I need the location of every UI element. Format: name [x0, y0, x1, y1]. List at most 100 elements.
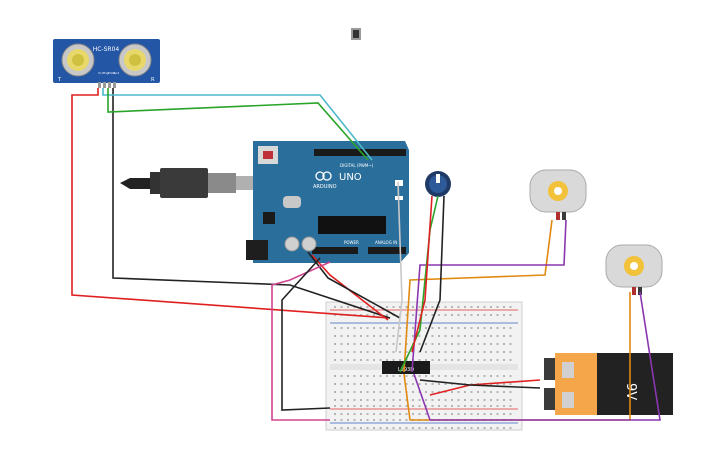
breadboard-hole — [412, 391, 414, 393]
breadboard-hole — [444, 351, 447, 353]
breadboard-hole — [340, 419, 343, 421]
breadboard-hole — [477, 327, 479, 329]
breadboard-hole — [464, 399, 466, 401]
breadboard-hole — [464, 351, 466, 353]
breadboard-hole — [386, 335, 388, 337]
breadboard-hole — [340, 343, 343, 345]
breadboard-hole — [483, 351, 486, 353]
breadboard-hole — [483, 399, 486, 401]
breadboard-hole — [496, 335, 499, 337]
wire-red — [71, 88, 391, 319]
breadboard-hole — [392, 359, 395, 361]
potentiometer[interactable] — [425, 171, 451, 197]
breadboard-hole — [425, 427, 427, 429]
breadboard-hole — [509, 399, 512, 401]
breadboard-hole — [425, 399, 427, 401]
breadboard-hole — [334, 306, 336, 308]
motor-driver-ic[interactable]: L293D — [382, 361, 430, 374]
breadboard-hole — [386, 391, 388, 393]
dc-motor-2[interactable] — [605, 244, 663, 295]
breadboard-hole — [347, 335, 349, 337]
breadboard-hole — [496, 306, 499, 308]
breadboard-hole — [366, 413, 369, 415]
breadboard-hole — [412, 335, 414, 337]
breadboard-hole — [386, 359, 388, 361]
breadboard-hole — [470, 405, 473, 407]
dc-motor-1[interactable] — [529, 169, 587, 220]
breadboard-hole — [457, 314, 460, 316]
breadboard-hole — [438, 399, 440, 401]
breadboard-hole — [340, 327, 343, 329]
breadboard-hole — [490, 343, 492, 345]
breadboard-hole — [457, 399, 460, 401]
breadboard-hole — [379, 427, 382, 429]
breadboard-hole — [360, 359, 362, 361]
breadboard-hole — [490, 427, 492, 429]
wire-green-2 — [399, 195, 439, 373]
wire-black-4 — [419, 195, 445, 353]
breadboard-hole — [431, 405, 434, 407]
breadboard-hole — [334, 343, 336, 345]
breadboard-hole — [444, 427, 447, 429]
breadboard-hole — [444, 359, 447, 361]
breadboard-hole — [457, 327, 460, 329]
pushbutton[interactable] — [351, 28, 361, 40]
breadboard-hole — [366, 383, 369, 385]
breadboard-hole — [457, 427, 460, 429]
breadboard-hole — [405, 413, 408, 415]
breadboard-hole — [457, 343, 460, 345]
breadboard-hole — [509, 375, 512, 377]
breadboard-hole — [353, 343, 356, 345]
breadboard-hole — [496, 359, 499, 361]
breadboard-hole — [373, 306, 375, 308]
breadboard-hole — [392, 335, 395, 337]
breadboard-hole — [347, 427, 349, 429]
breadboard-hole — [451, 343, 453, 345]
breadboard-hole — [418, 405, 421, 407]
ultrasonic-sensor[interactable]: HC-SR04 T R Vcc Trig Echo Gnd — [53, 39, 160, 88]
breadboard-hole — [444, 375, 447, 377]
breadboard-hole — [353, 405, 356, 407]
breadboard-hole — [366, 306, 369, 308]
breadboard-hole — [438, 413, 440, 415]
breadboard-hole — [425, 327, 427, 329]
breadboard-hole — [399, 375, 401, 377]
breadboard-hole — [477, 375, 479, 377]
wire-red-3 — [411, 195, 433, 353]
breadboard-hole — [509, 391, 512, 393]
breadboard-hole — [425, 405, 427, 407]
breadboard-hole — [457, 359, 460, 361]
breadboard-hole — [399, 351, 401, 353]
breadboard-hole — [431, 413, 434, 415]
breadboard-hole — [366, 351, 369, 353]
wire-green — [107, 88, 369, 161]
breadboard-hole — [444, 343, 447, 345]
breadboard-hole — [347, 405, 349, 407]
arduino-uno[interactable]: DIGITAL (PWM~) ARDUINO UNO POWER ANALOG … — [246, 141, 409, 263]
breadboard-hole — [334, 427, 336, 429]
breadboard-hole — [418, 314, 421, 316]
breadboard-hole — [509, 343, 512, 345]
breadboard-hole — [334, 351, 336, 353]
wire-white — [395, 181, 403, 353]
breadboard-hole — [451, 405, 453, 407]
breadboard-hole — [347, 375, 349, 377]
breadboard-hole — [444, 383, 447, 385]
breadboard-hole — [334, 413, 336, 415]
breadboard-hole — [373, 314, 375, 316]
breadboard-hole — [490, 391, 492, 393]
breadboard-hole — [399, 399, 401, 401]
wire-black-3 — [281, 257, 331, 411]
breadboard-hole — [496, 427, 499, 429]
breadboard-hole — [418, 343, 421, 345]
breadboard-hole — [425, 391, 427, 393]
battery-9v[interactable]: 9V — [544, 353, 673, 415]
breadboard-hole — [366, 391, 369, 393]
breadboard-hole — [509, 427, 512, 429]
breadboard-hole — [334, 335, 336, 337]
breadboard-hole — [451, 399, 453, 401]
breadboard-hole — [470, 413, 473, 415]
breadboard-hole — [503, 306, 505, 308]
usb-cable[interactable] — [120, 168, 254, 198]
sensor-model-label: HC-SR04 — [93, 46, 120, 53]
